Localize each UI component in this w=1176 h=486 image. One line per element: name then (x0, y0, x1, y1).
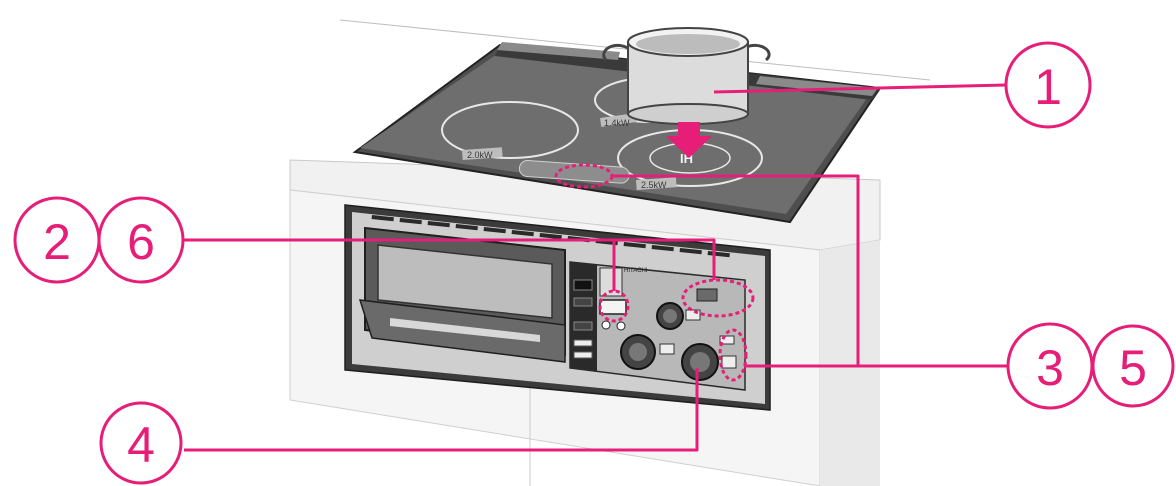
callout-5: 5 (1093, 326, 1173, 406)
grill-up-button[interactable] (574, 340, 592, 346)
brand-label: HITACHI (624, 268, 648, 274)
callout-1-label: 1 (1034, 59, 1062, 115)
pot-icon (604, 28, 769, 124)
burner-rear-label: 1.4kW (604, 118, 630, 128)
callout-2-label: 2 (43, 214, 71, 270)
callout-4: 4 (101, 403, 181, 483)
callout-1: 1 (1006, 43, 1090, 127)
callout-3: 3 (1008, 324, 1092, 408)
main-power-switch[interactable] (697, 289, 717, 301)
callout-5-label: 5 (1119, 340, 1147, 396)
callout-6: 6 (99, 198, 183, 282)
right-select-button[interactable] (617, 322, 625, 330)
burner-left-label: 2.0kW (467, 150, 493, 160)
grill-down-button[interactable] (574, 352, 592, 358)
callout-3-label: 3 (1036, 340, 1064, 396)
callout-4-label: 4 (127, 417, 155, 473)
right-burner-button[interactable] (722, 356, 736, 368)
grill-timer-button[interactable] (574, 322, 592, 330)
timer-display (600, 300, 626, 314)
callout-6-label: 6 (127, 214, 155, 270)
grill-start-button[interactable] (574, 280, 592, 290)
callout-2: 2 (15, 198, 99, 282)
left-select-button[interactable] (602, 321, 610, 329)
burner-right-label: 2.5kW (641, 180, 667, 190)
grill-mode-button[interactable] (574, 298, 592, 306)
